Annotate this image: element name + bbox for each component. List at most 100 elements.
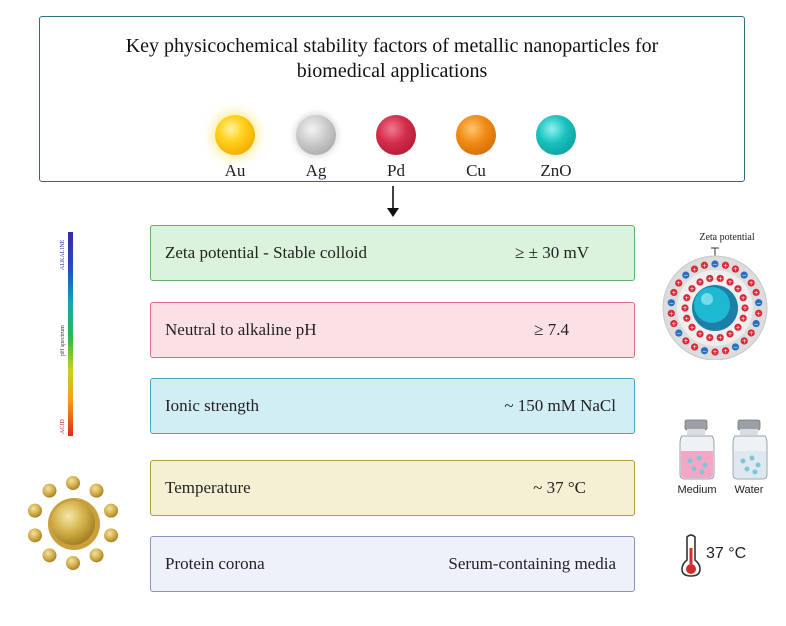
- factor-value: ≥ ± 30 mV: [515, 243, 589, 262]
- corona-protein-dot: [66, 556, 80, 570]
- factor-protein-corona: Protein corona Serum-containing media: [150, 536, 635, 592]
- negative-ion: −: [675, 329, 683, 337]
- header-box: Key physicochemical stability factors of…: [39, 16, 745, 182]
- zno-sphere-icon: [536, 115, 576, 155]
- positive-ion: +: [690, 343, 699, 351]
- negative-ion: −: [700, 347, 709, 355]
- svg-text:+: +: [707, 276, 712, 283]
- svg-text:−: −: [756, 300, 761, 307]
- corona-protein-dot: [66, 476, 80, 490]
- svg-text:+: +: [718, 276, 723, 283]
- nanoparticle-label: Pd: [387, 161, 405, 180]
- positive-ion: +: [741, 304, 749, 312]
- factor-name: Temperature: [165, 478, 251, 497]
- negative-ion: −: [682, 271, 690, 279]
- svg-text:+: +: [683, 338, 688, 345]
- positive-ion: +: [739, 314, 747, 322]
- diagram-title: Key physicochemical stability factors of…: [125, 35, 659, 82]
- svg-text:+: +: [742, 338, 747, 345]
- svg-text:+: +: [749, 330, 754, 337]
- svg-text:+: +: [723, 262, 728, 269]
- positive-ion: +: [747, 279, 755, 287]
- svg-text:+: +: [741, 315, 746, 322]
- negative-ion: −: [731, 343, 740, 351]
- svg-text:+: +: [684, 315, 689, 322]
- ag-sphere-icon: [296, 115, 336, 155]
- positive-ion: +: [740, 337, 748, 345]
- svg-text:+: +: [684, 295, 689, 302]
- positive-ion: +: [696, 330, 704, 338]
- nanoparticle-label: Au: [224, 161, 246, 180]
- svg-text:+: +: [690, 286, 695, 293]
- negative-ion: −: [752, 319, 760, 328]
- medium-label: Medium: [677, 484, 717, 496]
- positive-ion: +: [752, 288, 760, 297]
- nanoparticle-label: Ag: [305, 161, 327, 180]
- zeta-potential-diagram: +++++++++++++++++++−++−++−++−++−++−++−++…: [662, 247, 768, 360]
- cu-sphere-icon: [456, 115, 496, 155]
- positive-ion: +: [670, 288, 678, 297]
- positive-ion: +: [739, 294, 747, 302]
- svg-text:+: +: [671, 290, 676, 297]
- factor-name: Zeta potential - Stable colloid: [165, 243, 368, 262]
- positive-ion: +: [716, 333, 724, 342]
- positive-ion: +: [700, 261, 709, 269]
- corona-protein-dot: [104, 503, 119, 518]
- svg-text:−: −: [702, 348, 707, 355]
- thermometer-label: 37 °C: [706, 545, 747, 562]
- factor-name: Neutral to alkaline pH: [165, 320, 317, 339]
- negative-ion: −: [667, 299, 675, 307]
- svg-text:+: +: [735, 324, 740, 331]
- svg-text:+: +: [723, 348, 728, 355]
- svg-text:+: +: [697, 331, 702, 338]
- svg-text:+: +: [756, 310, 761, 317]
- svg-text:+: +: [749, 280, 754, 287]
- svg-text:+: +: [727, 331, 732, 338]
- nanoparticle-pd: Pd: [374, 115, 418, 181]
- nanoparticle-label: Cu: [466, 161, 486, 180]
- svg-text:+: +: [671, 321, 676, 328]
- positive-ion: +: [681, 304, 689, 312]
- negative-ion: −: [755, 299, 763, 307]
- corona-protein-dot: [89, 483, 104, 498]
- svg-text:+: +: [713, 349, 718, 356]
- factor-value: ~ 37 °C: [533, 478, 586, 497]
- svg-text:−: −: [733, 344, 738, 351]
- positive-ion: +: [716, 274, 724, 283]
- factor-name: Ionic strength: [165, 396, 259, 415]
- svg-text:+: +: [727, 279, 732, 286]
- water-bottle-icon: [732, 419, 768, 480]
- corona-protein-dot: [42, 548, 57, 563]
- positive-ion: +: [755, 309, 763, 317]
- positive-ion: +: [711, 348, 719, 356]
- svg-text:+: +: [692, 266, 697, 273]
- positive-ion: +: [688, 285, 696, 293]
- factor-name: Protein corona: [165, 554, 265, 573]
- corona-protein-dot: [89, 548, 104, 563]
- svg-text:−: −: [754, 321, 759, 328]
- nanoparticle-zno: ZnO: [534, 115, 578, 181]
- factor-ionic-strength: Ionic strength ~ 150 mM NaCl: [150, 378, 635, 434]
- svg-text:+: +: [690, 324, 695, 331]
- svg-text:−: −: [712, 261, 717, 268]
- factor-value: ≥ 7.4: [534, 320, 569, 339]
- corona-protein-dot: [27, 503, 42, 518]
- svg-text:−: −: [669, 300, 674, 307]
- ph-spectrum-bar: ALKALINE pH spectrum ACID: [60, 232, 73, 436]
- positive-ion: +: [675, 279, 683, 287]
- positive-ion: +: [721, 347, 730, 355]
- gold-nanoparticle-corona-icon: [27, 476, 119, 570]
- positive-ion: +: [683, 294, 691, 302]
- positive-ion: +: [688, 323, 696, 331]
- positive-ion: +: [747, 329, 755, 337]
- svg-text:+: +: [682, 305, 687, 312]
- au-sphere-icon: [215, 115, 255, 155]
- svg-text:+: +: [741, 295, 746, 302]
- svg-text:+: +: [676, 280, 681, 287]
- svg-text:−: −: [676, 330, 681, 337]
- ph-acid-label: ACID: [60, 419, 66, 434]
- thermometer-icon: [681, 534, 701, 577]
- zeta-label: Zeta potential: [699, 232, 755, 243]
- negative-ion: −: [740, 271, 748, 279]
- medium-bottle-icon: [679, 419, 715, 480]
